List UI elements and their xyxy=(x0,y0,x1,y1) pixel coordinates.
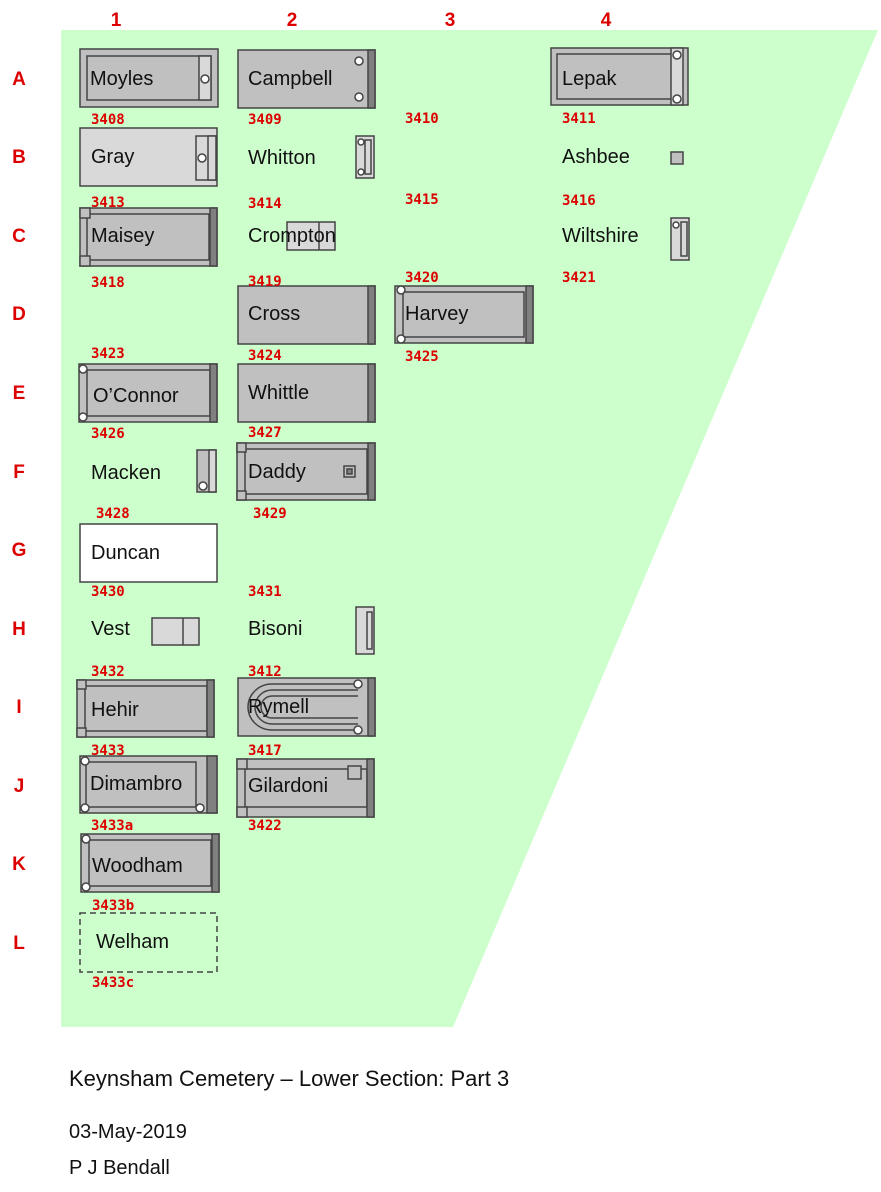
whittle-plot-number: 3427 xyxy=(248,425,282,441)
oconnor-name: O’Connor xyxy=(93,385,179,407)
rymell-grave xyxy=(237,677,376,737)
campbell-name: Campbell xyxy=(248,68,332,90)
moyles-name: Moyles xyxy=(90,68,153,90)
macken-plot-number: 3428 xyxy=(96,506,130,522)
oconnor-plot-number: 3426 xyxy=(91,426,125,442)
harvey-plot-number: 3425 xyxy=(405,349,439,365)
column-header-3: 3 xyxy=(445,10,456,31)
gilardoni-name: Gilardoni xyxy=(248,775,328,797)
wiltshire-name: Wiltshire xyxy=(562,225,639,247)
column-header-2: 2 xyxy=(287,10,298,31)
gray-name: Gray xyxy=(91,146,134,168)
dimambro-plot-number: 3433a xyxy=(91,818,133,834)
plot-3410-plot-number: 3410 xyxy=(405,111,439,127)
cross-grave xyxy=(237,285,376,345)
vest-grave xyxy=(151,617,200,646)
bisoni-headstone xyxy=(355,606,375,655)
whittle-name: Whittle xyxy=(248,382,309,404)
hehir-name: Hehir xyxy=(91,699,139,721)
plan-date: 03-May-2019 xyxy=(69,1121,187,1143)
plan-title: Keynsham Cemetery – Lower Section: Part … xyxy=(69,1066,510,1091)
whitton-plot-number: 3414 xyxy=(248,196,282,212)
lepak-name: Lepak xyxy=(562,68,617,90)
duncan-grave xyxy=(79,523,218,583)
woodham-grave xyxy=(80,833,220,893)
moyles-grave xyxy=(79,48,219,108)
woodham-plot-number: 3433b xyxy=(92,898,134,914)
hehir-grave xyxy=(76,679,215,738)
macken-name: Macken xyxy=(91,462,161,484)
row-header-d: D xyxy=(12,304,26,325)
row-header-i: I xyxy=(16,697,21,718)
dimambro-grave xyxy=(79,755,218,814)
row-header-c: C xyxy=(12,226,26,247)
oconnor-grave xyxy=(78,363,218,423)
cross-plot-number: 3424 xyxy=(248,348,282,364)
duncan-plot-number: 3430 xyxy=(91,584,125,600)
crompton-name: Crompton xyxy=(248,225,336,247)
harvey-grave xyxy=(394,285,534,344)
hehir-plot-number: 3433 xyxy=(91,743,125,759)
daddy-plot-number: 3429 xyxy=(253,506,287,522)
welham-plot-number: 3433c xyxy=(92,975,134,991)
plot-3420-plot-number: 3420 xyxy=(405,270,439,286)
whitton-name: Whitton xyxy=(248,147,316,169)
macken-headstone xyxy=(196,449,217,493)
gilardoni-grave xyxy=(236,758,375,818)
cross-name: Cross xyxy=(248,303,300,325)
row-header-g: G xyxy=(12,540,27,561)
plot-3415-plot-number: 3415 xyxy=(405,192,439,208)
maisey-plot-number: 3418 xyxy=(91,275,125,291)
row-header-k: K xyxy=(12,854,26,875)
plan-author: P J Bendall xyxy=(69,1157,170,1179)
duncan-name: Duncan xyxy=(91,542,160,564)
ashbee-plot-number: 3416 xyxy=(562,193,596,209)
welham-grave xyxy=(79,912,218,973)
gray-plot-number: 3413 xyxy=(91,195,125,211)
wiltshire-headstone xyxy=(670,217,690,261)
rymell-name: Rymell xyxy=(248,696,309,718)
vest-name: Vest xyxy=(91,618,130,640)
vest-plot-number: 3432 xyxy=(91,664,125,680)
maisey-name: Maisey xyxy=(91,225,154,247)
column-header-1: 1 xyxy=(111,10,122,31)
daddy-name: Daddy xyxy=(248,461,306,483)
crompton-grave xyxy=(286,221,336,251)
column-header-4: 4 xyxy=(601,10,612,31)
lepak-plot-number: 3411 xyxy=(562,111,596,127)
row-header-h: H xyxy=(12,619,26,640)
whittle-grave xyxy=(237,363,376,423)
welham-name: Welham xyxy=(96,931,169,953)
rymell-plot-number: 3417 xyxy=(248,743,282,759)
whitton-headstone xyxy=(355,135,375,179)
wiltshire-plot-number: 3421 xyxy=(562,270,596,286)
row-header-a: A xyxy=(12,69,26,90)
gray-grave xyxy=(79,127,218,187)
row-header-j: J xyxy=(14,776,25,797)
ashbee-name: Ashbee xyxy=(562,146,630,168)
harvey-name: Harvey xyxy=(405,303,468,325)
row-header-b: B xyxy=(12,147,26,168)
plot-3423-plot-number: 3423 xyxy=(91,346,125,362)
gilardoni-plot-number: 3422 xyxy=(248,818,282,834)
lepak-grave xyxy=(550,47,689,106)
bisoni-name: Bisoni xyxy=(248,618,302,640)
campbell-plot-number: 3409 xyxy=(248,112,282,128)
moyles-plot-number: 3408 xyxy=(91,112,125,128)
row-header-e: E xyxy=(13,383,26,404)
crompton-plot-number: 3419 xyxy=(248,274,282,290)
bisoni-plot-number: 3412 xyxy=(248,664,282,680)
maisey-grave xyxy=(79,207,218,267)
woodham-name: Woodham xyxy=(92,855,183,877)
campbell-grave xyxy=(237,49,376,109)
daddy-grave xyxy=(236,442,376,501)
ashbee-marker xyxy=(670,151,684,165)
row-header-l: L xyxy=(13,933,25,954)
plot-3431-plot-number: 3431 xyxy=(248,584,282,600)
row-header-f: F xyxy=(13,462,25,483)
dimambro-name: Dimambro xyxy=(90,773,182,795)
